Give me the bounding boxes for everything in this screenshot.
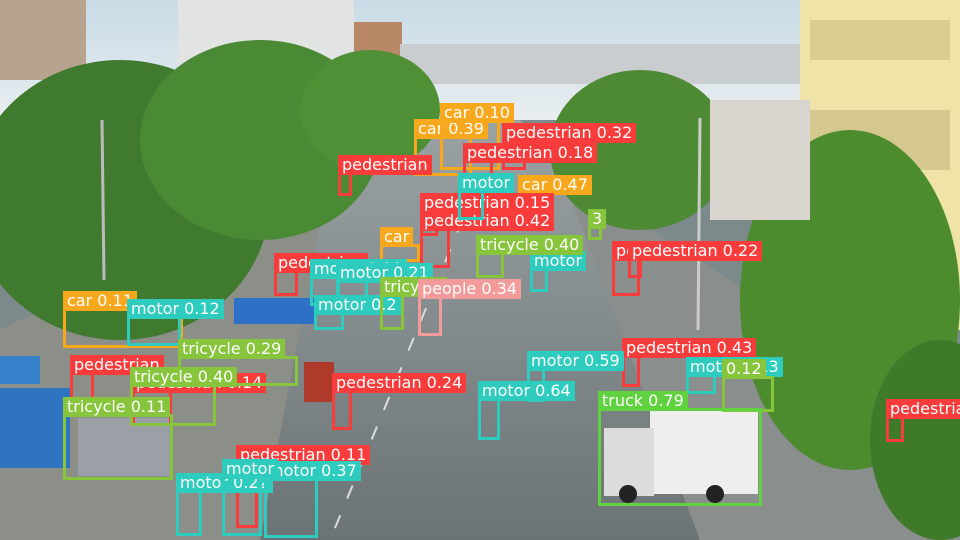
lamp-post-2 (100, 119, 106, 281)
detection-label: car 0.10 (440, 103, 514, 123)
detection-box-car: car 0.39 (414, 119, 488, 176)
detection-label: pedestrian 0.42 (420, 211, 555, 231)
detection-box-pedestrian: pedestrian (886, 399, 960, 442)
detection-box-truck: truck 0.79 (598, 391, 762, 506)
detection-box-motor: motor (222, 459, 279, 536)
detection-box-motor: motor (530, 251, 587, 292)
lamp-post (696, 117, 702, 331)
detection-label: car 0.11 (63, 291, 137, 311)
detection-box-pedestrian: pedestrian 0.22 (628, 241, 763, 278)
detection-box-pedestrian: pedestrian 0.24 (332, 373, 467, 430)
blue-canopy (234, 298, 314, 324)
detection-box-tricycle: tricycle 0.11 (63, 397, 173, 480)
detection-label: motor 0.12 (127, 299, 224, 319)
detection-label: 0.12 (722, 359, 766, 379)
tall-building-left (0, 0, 86, 80)
detection-box-motor: motor 0.22 (176, 473, 273, 536)
detection-label: tricycle 0.29 (178, 339, 286, 359)
detection-box-motor: motor 0.13 (686, 357, 783, 394)
truck-wheel (619, 485, 637, 503)
detection-box-pedestrian: pedestrian (338, 155, 432, 196)
trees-left-3 (300, 50, 440, 170)
detection-label: motor (222, 459, 279, 479)
detection-box-people: people 0.34 (418, 279, 521, 336)
detection-box-pedestrian: pedestrian 0.18 (463, 143, 598, 190)
detection-label: people 0.34 (418, 279, 521, 299)
truck-wheel-2 (706, 485, 724, 503)
yellow-building-windows (810, 20, 950, 60)
detection-box-motor: motor 0.2 (314, 295, 401, 330)
detection-box-tricycle: tricycle (380, 277, 447, 330)
small-truck (78, 418, 170, 476)
detection-box-motor: motor 0.12 (127, 299, 224, 346)
detection-label: pedestrian 0.43 (622, 338, 757, 358)
detection-box-car: car 0.11 (63, 291, 183, 348)
detection-label: tricycle 0.11 (63, 397, 171, 417)
detection-label: car 0.39 (414, 119, 488, 139)
blue-roof (0, 388, 70, 468)
detection-box-motor: motor (458, 173, 515, 220)
truck-cargo (650, 410, 758, 494)
detection-box-tricycle: 0.12 (722, 359, 774, 412)
detection-box-car: car 0.10 (440, 103, 514, 170)
detection-label: tricycle 0.40 (130, 367, 238, 387)
detection-label: pedestrian 0.15 (420, 193, 555, 213)
detection-box-pedestrian: pedestrian 0.43 (622, 338, 757, 387)
detection-label: truck 0.79 (598, 391, 688, 411)
detection-label: car 0.47 (518, 175, 592, 195)
detection-label: pedestrian 0.22 (628, 241, 763, 261)
detection-box-motor: motor 0.37 (264, 461, 361, 538)
detection-label: motor 0.37 (264, 461, 361, 481)
detection-box-tricycle: tricycle 0.29 (178, 339, 298, 386)
detection-box-pedestrian: pedestrian 0.42 (420, 211, 555, 268)
detection-label: pedestrian 0.24 (332, 373, 467, 393)
blue-awning (0, 356, 40, 384)
detection-label: pedestrian (338, 155, 432, 175)
detection-box-tricycle: 3 (588, 209, 607, 240)
detection-label: motor (530, 251, 587, 271)
detection-label: 3 (588, 209, 607, 229)
detection-label: motor (458, 173, 515, 193)
building-right-mid (710, 100, 810, 220)
detection-label: car (380, 227, 414, 247)
detection-label: motor 0.59 (527, 351, 624, 371)
detection-label: pedestrian (886, 399, 960, 419)
detection-label: motor 0.64 (478, 381, 575, 401)
red-tricycle (304, 362, 334, 402)
truck-cab (604, 428, 654, 496)
trees-right-3 (870, 340, 960, 540)
detection-box-car: car 0.47 (518, 175, 592, 214)
detection-box-tricycle: tricycle 0.40 (476, 235, 584, 278)
trees-right (550, 70, 730, 230)
detection-box-pedestrian: pedestrian (274, 253, 368, 296)
detection-box-tricycle: tricycle 0.40 (130, 367, 238, 426)
detection-label: pedestrian 0.18 (463, 143, 598, 163)
detection-label: motor 0.2 (314, 295, 401, 315)
detection-label: pedestrian 0.32 (502, 123, 637, 143)
detection-label: tricycle 0.40 (476, 235, 584, 255)
detection-box-motor: motor 0.64 (478, 381, 575, 440)
